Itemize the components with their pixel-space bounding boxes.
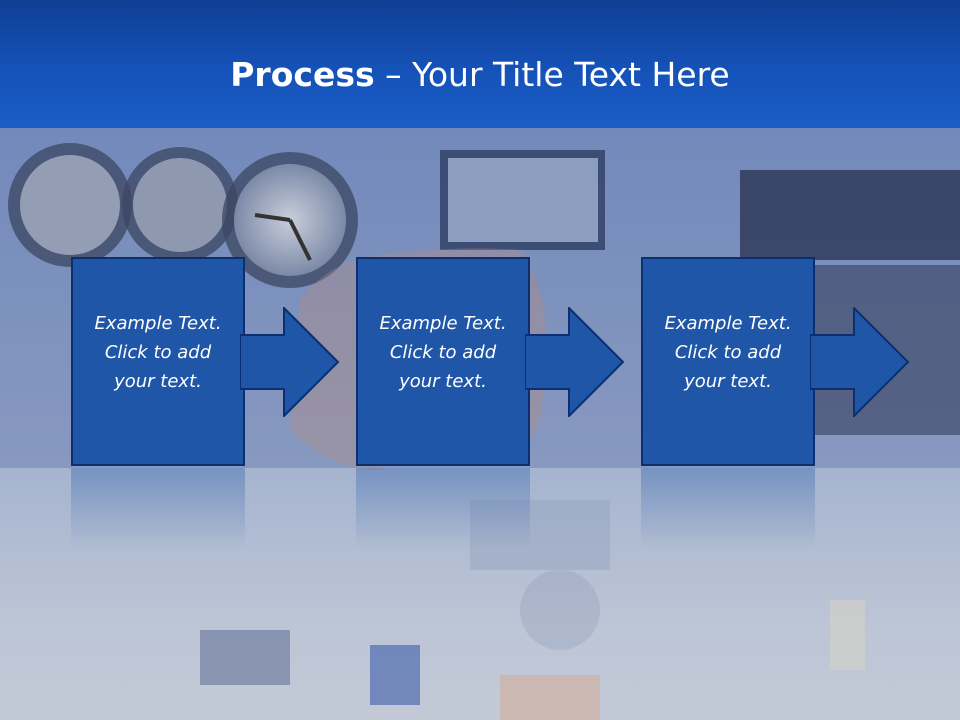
page-title[interactable]: Process – Your Title Text Here xyxy=(0,55,960,95)
step-arrow-3 xyxy=(810,307,910,417)
step-box-3[interactable] xyxy=(641,257,815,466)
step-reflection-2 xyxy=(356,468,530,548)
step-arrow-2 xyxy=(525,307,625,417)
step-reflection-1 xyxy=(71,468,245,548)
step-box-1[interactable] xyxy=(71,257,245,466)
title-bold: Process xyxy=(230,55,375,94)
step-text-3[interactable]: Example Text. Click to add your text. xyxy=(664,313,792,392)
step-arrow-1 xyxy=(240,307,340,417)
step-text-1[interactable]: Example Text. Click to add your text. xyxy=(94,313,222,392)
title-rest: – Your Title Text Here xyxy=(374,55,730,94)
step-reflection-3 xyxy=(641,468,815,548)
step-text-2[interactable]: Example Text. Click to add your text. xyxy=(379,313,507,392)
title-bar xyxy=(0,0,960,128)
